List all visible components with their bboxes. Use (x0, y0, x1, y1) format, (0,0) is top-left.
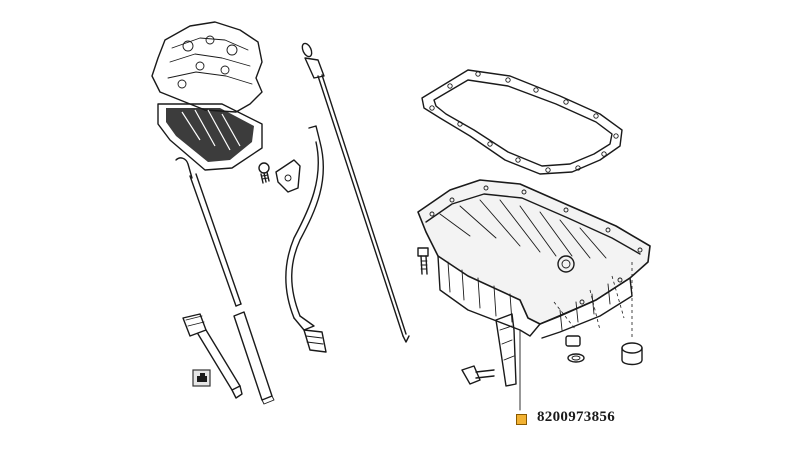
oil-level-sensor (461, 313, 521, 411)
dipstick-tube-curved (285, 125, 327, 353)
oil-pan (417, 179, 651, 340)
cap-plug (621, 342, 643, 366)
engine-icon (192, 369, 211, 387)
dipstick-tube-left (175, 157, 242, 307)
dipstick-long (301, 42, 410, 343)
bolt-left (258, 162, 270, 184)
dipstick-bracket (275, 159, 301, 193)
callout-marker (516, 414, 527, 425)
engine-assembly (151, 21, 263, 171)
oil-pan-gasket (421, 69, 623, 175)
dipstick-seal-fitting (182, 313, 243, 399)
drain-plug (565, 335, 585, 363)
part-number-label[interactable]: 8200973856 (537, 409, 615, 425)
pan-bolt (417, 247, 429, 275)
dipstick-guide-tube (233, 311, 275, 405)
